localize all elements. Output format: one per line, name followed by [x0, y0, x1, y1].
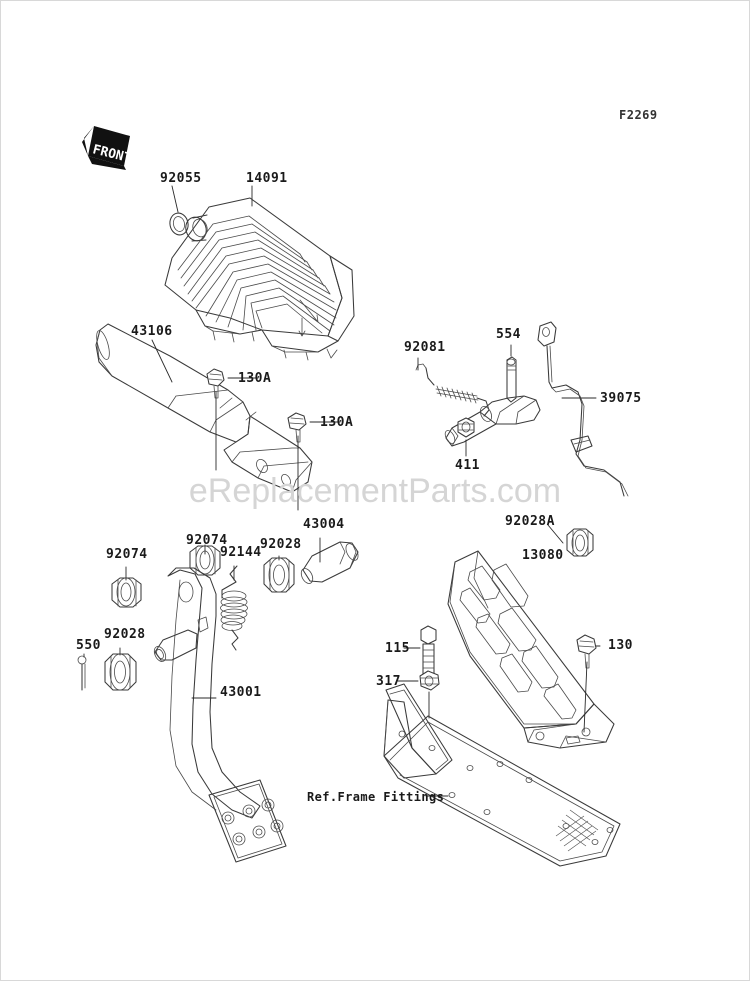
part-43004-shaft: [300, 537, 359, 584]
callout-43004: 43004: [303, 517, 345, 532]
callout-130A-upper: 130A: [238, 371, 272, 386]
part-92055-oring: [169, 185, 189, 236]
part-92028A-collar: [547, 524, 594, 557]
callout-92028-upper: 92028: [260, 537, 302, 552]
part-411-nut: [457, 417, 475, 457]
part-92074-bushing-lower: [111, 566, 142, 608]
callout-130A-lower: 130A: [320, 415, 354, 430]
callout-92055: 92055: [160, 171, 202, 186]
callout-43001: 43001: [220, 685, 262, 700]
callout-411: 411: [455, 458, 480, 473]
part-92028-collar-upper: [263, 555, 295, 593]
part-550-cotter-pin: [77, 653, 87, 691]
part-43001-brake-pedal: [153, 567, 287, 863]
callout-92144: 92144: [220, 545, 262, 560]
part-92144-spring: [220, 565, 248, 651]
part-14091-cover: [164, 185, 355, 361]
callout-92081: 92081: [404, 340, 446, 355]
callout-13080: 13080: [522, 548, 564, 563]
ref-frame-fittings: [383, 683, 621, 867]
sheet-code: F2269: [619, 108, 658, 122]
part-317-washer: [397, 670, 440, 719]
callout-92074-upper: 92074: [186, 533, 228, 548]
callout-14091: 14091: [246, 171, 288, 186]
part-130A-bolt-lower: [287, 412, 341, 511]
part-43106-tube: [95, 323, 313, 493]
callout-550: 550: [76, 638, 101, 653]
callout-554: 554: [496, 327, 521, 342]
callout-92028-lower: 92028: [104, 627, 146, 642]
front-orientation-marker: FRONT: [78, 120, 140, 172]
part-92081-spring: [415, 357, 490, 417]
part-92074-bushing-upper: [189, 544, 221, 576]
reference-note: Ref.Frame Fittings: [307, 790, 445, 804]
part-130-bolt-right: [576, 634, 601, 733]
callout-130: 130: [608, 638, 633, 653]
part-554-pin: [506, 344, 517, 403]
part-92028-collar-lower: [104, 647, 137, 691]
callout-115: 115: [385, 641, 410, 656]
part-13080-accelerator-pedal: [447, 550, 615, 749]
part-130A-bolt-upper: [206, 368, 259, 471]
callout-43106: 43106: [131, 324, 173, 339]
part-39075-rod: [444, 321, 629, 497]
callout-92074-lower: 92074: [106, 547, 148, 562]
callout-317: 317: [376, 674, 401, 689]
callout-92028A: 92028A: [505, 514, 555, 529]
callout-39075: 39075: [600, 391, 642, 406]
